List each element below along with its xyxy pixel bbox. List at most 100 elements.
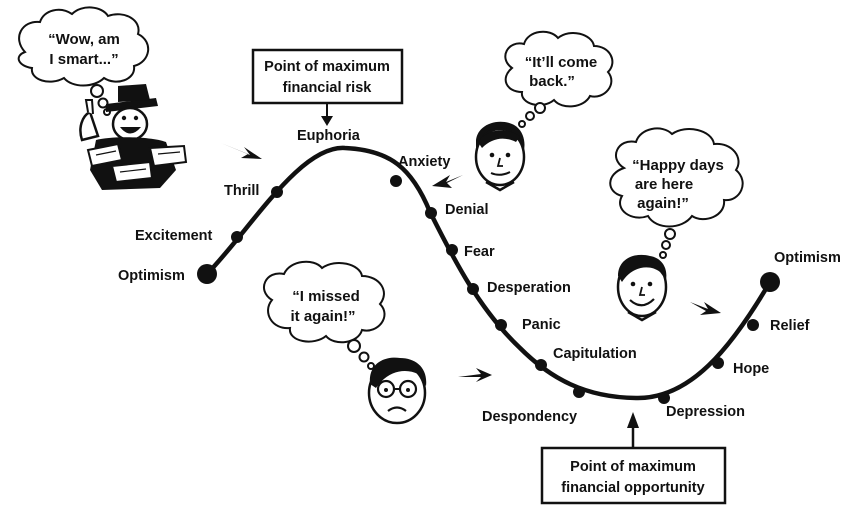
bubble-text-smart-line1: “Wow, am <box>48 31 120 48</box>
arrow-to-relief <box>690 302 721 315</box>
hat <box>106 98 158 112</box>
worried-collar <box>485 180 515 192</box>
thought-bubble-smart: “Wow, am I smart...” <box>17 6 149 116</box>
max-risk-text-line1: Point of maximum <box>264 59 390 75</box>
sad-hair <box>369 357 427 388</box>
stage-label-despondency: Despondency <box>482 409 577 425</box>
happy-nose <box>638 286 645 296</box>
stage-label-relief: Relief <box>770 318 810 334</box>
stage-label-hope: Hope <box>733 361 769 377</box>
bubble-tail-happy-days-2 <box>661 240 671 250</box>
arrow-to-thrill <box>221 143 262 159</box>
stage-dots <box>231 175 759 404</box>
start-dot <box>197 264 217 284</box>
excited-finger <box>84 99 94 115</box>
bubble-tail-missed-2 <box>358 351 370 363</box>
worried-investor-illustration <box>474 121 526 192</box>
sad-investor-illustration <box>367 357 427 425</box>
bubble-text-missed-line2: it again!” <box>290 308 355 325</box>
stage-label-panic: Panic <box>522 317 561 333</box>
excited-eye-right <box>133 115 139 121</box>
bubble-cloud-happy-days <box>609 127 744 228</box>
stage-dot-excitement <box>231 231 243 243</box>
sad-eye-right <box>406 388 410 392</box>
stage-labels: Optimism Excitement Thrill Euphoria Anxi… <box>118 128 841 425</box>
sad-eye-left <box>384 388 388 392</box>
bubble-tail-smart-1 <box>90 84 104 98</box>
hat-top <box>118 84 150 102</box>
bubble-tail-missed-1 <box>347 339 361 353</box>
bubble-cloud-come-back <box>504 30 614 108</box>
stage-dot-despondency <box>573 386 585 398</box>
excited-head <box>111 106 149 142</box>
stage-label-denial: Denial <box>445 202 489 218</box>
stage-label-anxiety: Anxiety <box>398 154 450 170</box>
max-opportunity-pointer-arrowhead <box>627 412 639 428</box>
max-opportunity-callout: Point of maximum financial opportunity <box>540 412 727 505</box>
stage-dot-denial <box>425 207 437 219</box>
bubble-tail-come-back-1 <box>534 102 546 114</box>
happy-collar <box>627 310 657 322</box>
arrow-to-capitulation <box>458 368 492 382</box>
bubble-tail-smart-2 <box>97 97 109 109</box>
bubble-text-come-back-line2: back.” <box>529 73 575 90</box>
bubble-text-happy-days-line3: again!” <box>637 195 689 212</box>
bubble-tail-happy-days-1 <box>664 228 676 240</box>
max-risk-pointer-arrowhead <box>321 116 333 126</box>
worried-mouth <box>490 171 511 176</box>
worried-hair-front <box>478 130 520 148</box>
happy-smile <box>629 298 655 307</box>
happy-eye-left <box>630 281 636 287</box>
bubble-text-come-back-line1: “It’ll come <box>525 54 598 71</box>
cash-stack-1 <box>86 142 124 168</box>
cash-stack-2 <box>148 144 188 168</box>
stage-label-capitulation: Capitulation <box>553 346 637 362</box>
stage-dot-thrill <box>271 186 283 198</box>
stage-label-optimism-start: Optimism <box>118 268 185 284</box>
bubble-text-happy-days-line2: are here <box>635 176 693 193</box>
cash-line-2 <box>157 151 181 155</box>
stage-label-euphoria: Euphoria <box>297 128 361 144</box>
stage-label-fear: Fear <box>464 244 495 260</box>
stage-dot-depression <box>658 392 670 404</box>
arrow-to-anxiety <box>432 175 463 188</box>
stage-dot-panic <box>495 319 507 331</box>
bubble-tail-missed-3 <box>367 362 375 370</box>
stage-dot-fear <box>446 244 458 256</box>
end-dot <box>760 272 780 292</box>
stage-dot-anxiety <box>390 175 402 187</box>
cash-line-1 <box>95 150 117 156</box>
excited-smile <box>120 127 141 134</box>
cash-line-3 <box>119 168 147 173</box>
bubble-tail-come-back-2 <box>525 111 535 121</box>
max-opportunity-text-line1: Point of maximum <box>570 459 696 475</box>
thought-bubble-happy-days: “Happy days are here again!” <box>609 127 744 259</box>
bubble-text-happy-days-line1: “Happy days <box>632 157 724 174</box>
max-opportunity-text-line2: financial opportunity <box>561 480 704 496</box>
stage-label-desperation: Desperation <box>487 280 571 296</box>
sad-mouth <box>387 406 407 412</box>
stage-dot-relief <box>747 319 759 331</box>
thought-bubble-come-back: “It’ll come back.” <box>504 30 614 128</box>
happy-eye-right <box>647 281 653 287</box>
excited-investor-illustration <box>79 84 188 190</box>
cash-stack-3 <box>110 160 154 184</box>
stage-dot-capitulation <box>535 359 547 371</box>
worried-eye-right <box>505 152 511 158</box>
stage-dot-desperation <box>467 283 479 295</box>
stage-dot-hope <box>712 357 724 369</box>
happy-hair <box>618 254 667 282</box>
thought-bubble-missed: “I missed it again!” <box>263 260 386 370</box>
max-risk-box <box>251 48 404 105</box>
bubble-tail-come-back-3 <box>518 120 526 128</box>
stage-label-excitement: Excitement <box>135 228 213 244</box>
bubble-cloud-missed <box>263 260 386 344</box>
max-risk-text-line2: financial risk <box>283 80 373 96</box>
pointer-arrows <box>221 143 721 382</box>
max-risk-callout: Point of maximum financial risk <box>251 48 404 126</box>
stage-label-optimism-end: Optimism <box>774 250 841 266</box>
happy-investor-illustration <box>616 254 668 322</box>
worried-nose <box>496 157 503 167</box>
stage-label-depression: Depression <box>666 404 745 420</box>
